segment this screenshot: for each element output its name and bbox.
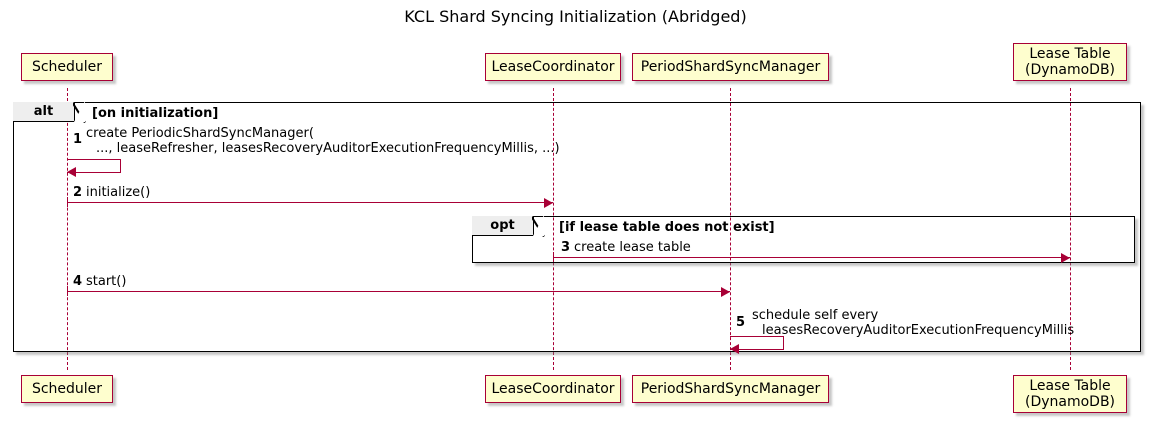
participant-scheduler-bottom[interactable]: Scheduler	[21, 375, 113, 403]
message-4-arrowhead	[721, 287, 730, 297]
message-3-arrowhead	[1061, 253, 1070, 263]
message-4-line	[67, 291, 730, 292]
lifeline-leasecoordinator	[553, 88, 554, 370]
participant-scheduler-top[interactable]: Scheduler	[21, 53, 113, 81]
participant-periodshardsyncmanager-top-line-1: PeriodShardSyncManager	[640, 59, 821, 75]
fragment-opt-corner	[532, 215, 545, 237]
message-1-label-line-2: ..., leaseRefresher, leasesRecoveryAudit…	[96, 141, 560, 156]
message-1-arrowhead	[67, 167, 76, 177]
participant-scheduler-bottom-line-1: Scheduler	[31, 381, 103, 397]
participant-leasecoordinator-top[interactable]: LeaseCoordinator	[485, 53, 621, 81]
fragment-alt-operator-box: alt	[13, 100, 86, 123]
message-2-arrowhead	[544, 198, 553, 208]
message-4-source-tick	[67, 286, 68, 296]
fragment-alt-operator-label: alt	[33, 104, 54, 119]
message-1-number: 1	[73, 132, 83, 147]
lifeline-scheduler	[67, 88, 68, 370]
message-3-label-line-1: create lease table	[574, 240, 691, 255]
fragment-opt-condition: [if lease table does not exist]	[559, 220, 775, 235]
message-3-number: 3	[561, 240, 571, 255]
message-3-label: create lease table	[574, 240, 691, 255]
lifeline-leasetable	[1070, 88, 1071, 370]
participant-scheduler-top-line-1: Scheduler	[31, 59, 103, 75]
page-title: KCL Shard Syncing Initialization (Abridg…	[404, 7, 747, 26]
participant-leasecoordinator-bottom-line-1: LeaseCoordinator	[491, 381, 615, 397]
message-5-self-loop	[730, 336, 784, 350]
message-5-number: 5	[736, 315, 746, 330]
message-5-arrowhead	[730, 344, 739, 354]
fragment-opt-operator-box: opt	[472, 214, 545, 237]
lifeline-periodshardsyncmanager	[730, 88, 731, 370]
participant-leasecoordinator-top-line-1: LeaseCoordinator	[491, 59, 615, 75]
fragment-opt	[472, 216, 1135, 263]
message-2-number: 2	[73, 185, 83, 200]
message-1-self-loop	[67, 159, 121, 173]
message-2-label-line-1: initialize()	[86, 185, 151, 200]
participant-leasecoordinator-bottom[interactable]: LeaseCoordinator	[485, 375, 621, 403]
message-4-label: start()	[86, 274, 126, 289]
message-3-source-tick	[553, 252, 554, 262]
participant-leasetable-top[interactable]: Lease Table (DynamoDB)	[1013, 43, 1127, 81]
message-2-label: initialize()	[86, 185, 150, 200]
message-1-label: create PeriodicShardSyncManager( ..., le…	[86, 126, 560, 156]
message-5-label-line-2: leasesRecoveryAuditorExecutionFrequencyM…	[762, 323, 1075, 338]
participant-periodshardsyncmanager-top[interactable]: PeriodShardSyncManager	[632, 53, 829, 81]
message-3-line	[553, 257, 1070, 258]
message-1-label-line-1: create PeriodicShardSyncManager(	[86, 126, 314, 141]
fragment-alt-condition: [on initialization]	[92, 106, 219, 121]
participant-leasetable-bottom-line-1: Lease Table	[1029, 378, 1111, 394]
message-2-source-tick	[67, 197, 68, 207]
participant-periodshardsyncmanager-bottom-line-1: PeriodShardSyncManager	[640, 381, 821, 397]
participant-leasetable-bottom-line-2: (DynamoDB)	[1024, 394, 1116, 410]
message-4-label-line-1: start()	[86, 274, 127, 289]
message-5-label-line-1: schedule self every	[752, 308, 879, 323]
message-4-number: 4	[73, 274, 83, 289]
fragment-alt	[13, 102, 1141, 352]
participant-periodshardsyncmanager-bottom[interactable]: PeriodShardSyncManager	[632, 375, 829, 403]
participant-leasetable-bottom[interactable]: Lease Table (DynamoDB)	[1013, 375, 1127, 413]
participant-leasetable-top-line-2: (DynamoDB)	[1024, 62, 1116, 78]
message-5-label: schedule self every leasesRecoveryAudito…	[752, 308, 1074, 338]
fragment-opt-operator-label: opt	[490, 218, 515, 233]
participant-leasetable-top-line-1: Lease Table	[1029, 46, 1111, 62]
message-2-line	[67, 202, 553, 203]
fragment-alt-corner	[73, 101, 86, 123]
